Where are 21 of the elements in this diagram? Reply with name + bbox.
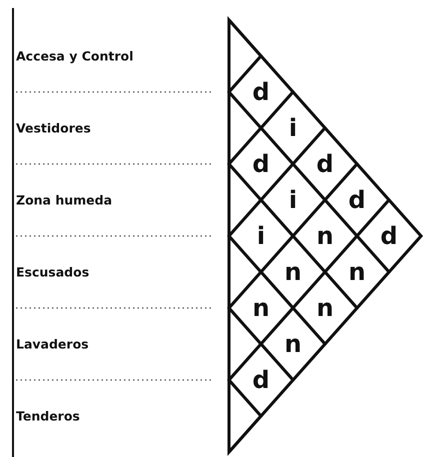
row-label: Tenderos: [16, 408, 80, 424]
row-label: Lavaderos: [16, 336, 89, 352]
relation-letter: i: [288, 116, 298, 140]
relation-letter: n: [252, 296, 270, 320]
relation-letter: n: [316, 224, 334, 248]
relation-letter: d: [380, 224, 398, 248]
relation-letter: d: [252, 80, 270, 104]
row-label: Accesa y Control: [16, 48, 134, 64]
relation-letter: n: [348, 260, 366, 284]
relation-letter: d: [252, 152, 270, 176]
relation-letter: n: [284, 260, 302, 284]
relation-letter: i: [256, 224, 266, 248]
relation-letter: n: [316, 296, 334, 320]
relation-letter: d: [348, 188, 366, 212]
relation-letter: d: [316, 152, 334, 176]
row-label: Escusados: [16, 264, 90, 280]
row-label: Vestidores: [16, 120, 91, 136]
relation-letter: i: [288, 188, 298, 212]
row-label: Zona humeda: [16, 192, 112, 208]
relation-letter: n: [284, 332, 302, 356]
relation-letter: d: [252, 368, 270, 392]
